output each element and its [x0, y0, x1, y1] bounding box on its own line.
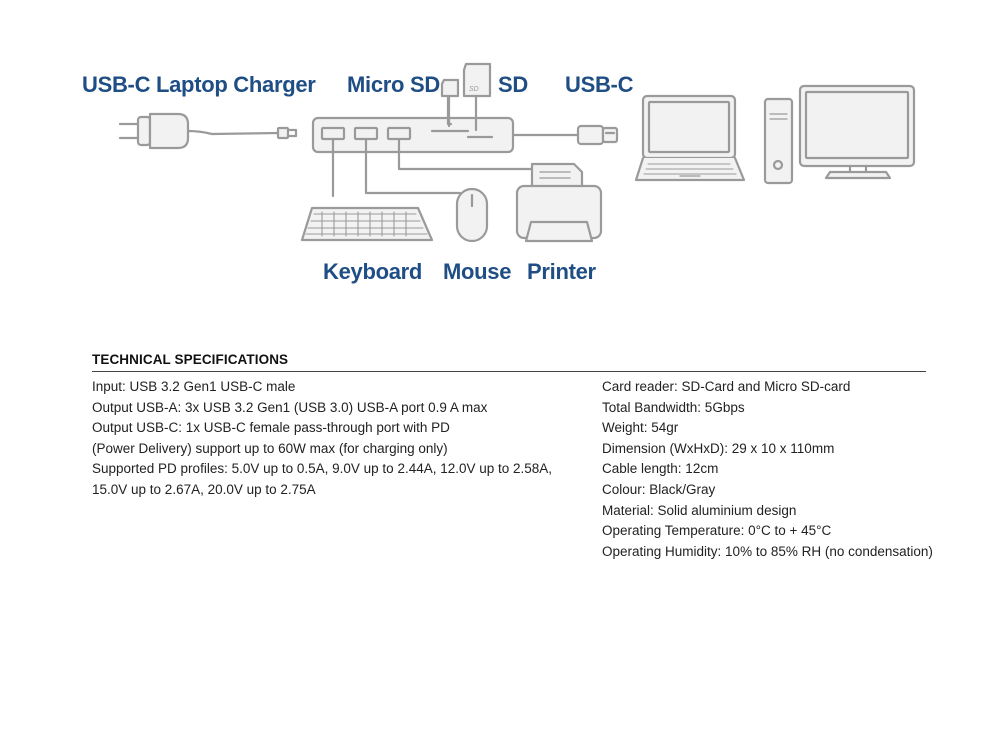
mouse-icon — [455, 187, 489, 243]
laptop-icon — [634, 94, 746, 182]
spec-line: Output USB-A: 3x USB 3.2 Gen1 (USB 3.0) … — [92, 399, 488, 415]
spec-line: Material: Solid aluminium design — [602, 502, 797, 518]
monitor-icon — [798, 84, 916, 180]
spec-line: (Power Delivery) support up to 60W max (… — [92, 440, 448, 456]
label-printer: Printer — [527, 259, 596, 284]
spec-line: Operating Humidity: 10% to 85% RH (no co… — [602, 543, 933, 559]
charger-plug-icon — [118, 112, 298, 150]
connection-diagram: SD USB-C Laptop Charger Micro SD SD USB-… — [0, 0, 1000, 340]
label-charger: USB-C Laptop Charger — [82, 72, 316, 97]
sd-card-text: SD — [469, 86, 479, 93]
label-sd: SD — [498, 72, 528, 97]
label-mouse: Mouse — [443, 259, 512, 284]
specs-title: TECHNICAL SPECIFICATIONS — [92, 352, 289, 367]
spec-line: Total Bandwidth: 5Gbps — [602, 399, 745, 415]
usb-c-connector-icon — [576, 124, 619, 146]
label-usb-c: USB-C — [565, 72, 634, 97]
spec-line: Supported PD profiles: 5.0V up to 0.5A, … — [92, 461, 553, 477]
desktop-tower-icon — [763, 97, 794, 185]
spec-line: 15.0V up to 2.67A, 20.0V up to 2.75A — [92, 481, 316, 497]
usb-hub-icon — [311, 116, 580, 154]
micro-sd-card-icon — [440, 78, 460, 128]
spec-line: Dimension (WxHxD): 29 x 10 x 110mm — [602, 440, 835, 456]
label-micro-sd: Micro SD — [347, 72, 440, 97]
spec-line: Input: USB 3.2 Gen1 USB-C male — [92, 379, 296, 394]
spec-line: Card reader: SD-Card and Micro SD-card — [602, 379, 851, 394]
keyboard-icon — [300, 206, 434, 242]
sd-card-icon — [462, 62, 492, 132]
specs-left-column: Input: USB 3.2 Gen1 USB-C male Output US… — [92, 377, 552, 501]
spec-line: Weight: 54gr — [602, 420, 679, 436]
printer-icon — [515, 162, 603, 243]
diagram-artwork: SD — [118, 62, 916, 243]
specs-divider — [92, 371, 926, 372]
spec-line: Output USB-C: 1x USB-C female pass-throu… — [92, 420, 450, 436]
spec-line: Cable length: 12cm — [602, 461, 719, 477]
specs-right-column: Card reader: SD-Card and Micro SD-card T… — [602, 377, 933, 562]
spec-line: Colour: Black/Gray — [602, 481, 716, 497]
spec-line: Operating Temperature: 0°C to + 45°C — [602, 523, 832, 539]
label-keyboard: Keyboard — [323, 259, 423, 284]
